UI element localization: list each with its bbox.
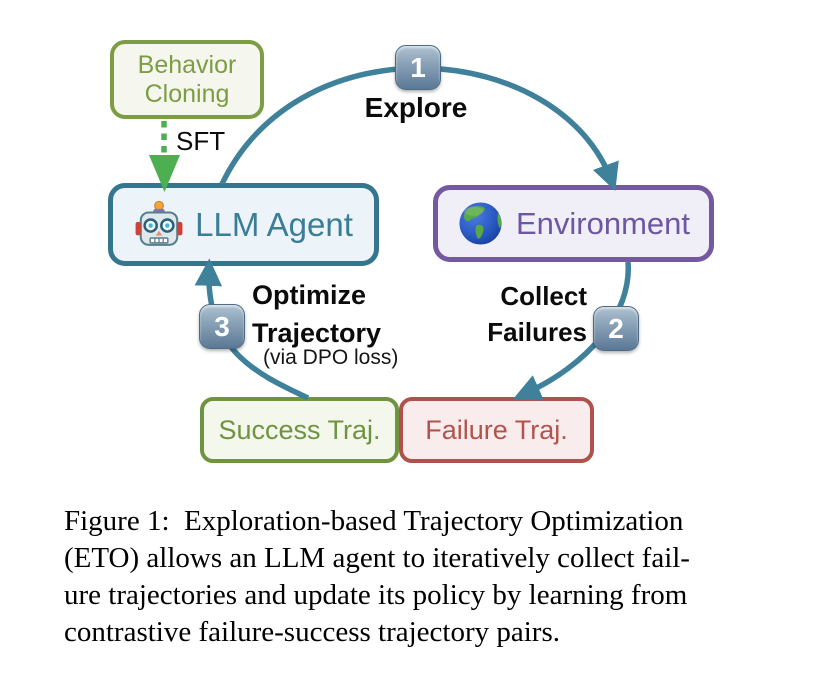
step-1-badge: 1	[395, 45, 441, 90]
explore-label: Explore	[364, 92, 468, 123]
step-2-badge: 2	[593, 306, 639, 351]
caption-line-2: (ETO) allows an LLM agent to iteratively…	[64, 542, 690, 574]
globe-icon	[459, 202, 502, 245]
step-2-number: 2	[608, 312, 624, 344]
optimize-trajectory-label: Optimize Trajectory	[252, 276, 381, 352]
success-traj-label: Success Traj.	[218, 414, 381, 445]
llm-agent-label: LLM Agent	[195, 205, 353, 243]
sft-label: SFT	[176, 126, 226, 156]
failure-traj-label: Failure Traj.	[425, 414, 568, 445]
collect-failures-label: Collect Failures	[455, 278, 587, 350]
success-traj-box: Success Traj.	[200, 397, 399, 463]
step-3-badge: 3	[199, 304, 245, 349]
behavior-cloning-label-line2: Cloning	[144, 79, 230, 108]
environment-box: Environment	[433, 185, 714, 262]
collect-label-line2: Failures	[487, 317, 587, 347]
step-3-number: 3	[214, 310, 230, 342]
behavior-cloning-label-line1: Behavior	[137, 50, 237, 79]
behavior-cloning-box: Behavior Cloning	[110, 40, 264, 119]
llm-agent-box: LLM Agent	[108, 183, 379, 266]
collect-label-line1: Collect	[500, 281, 587, 311]
caption-line-1: Figure 1: Exploration-based Trajectory O…	[64, 505, 684, 537]
dpo-loss-note: (via DPO loss)	[263, 346, 399, 369]
robot-icon	[135, 200, 183, 246]
optimize-label-line1: Optimize	[252, 280, 367, 310]
caption-line-3: ure trajectories and update its policy b…	[64, 579, 688, 611]
failure-traj-box: Failure Traj.	[399, 397, 594, 463]
step-1-number: 1	[410, 51, 426, 83]
figure-caption: Figure 1: Exploration-based Trajectory O…	[64, 503, 770, 651]
caption-line-4: contrastive failure-success trajectory p…	[64, 616, 561, 648]
environment-label: Environment	[515, 205, 691, 241]
